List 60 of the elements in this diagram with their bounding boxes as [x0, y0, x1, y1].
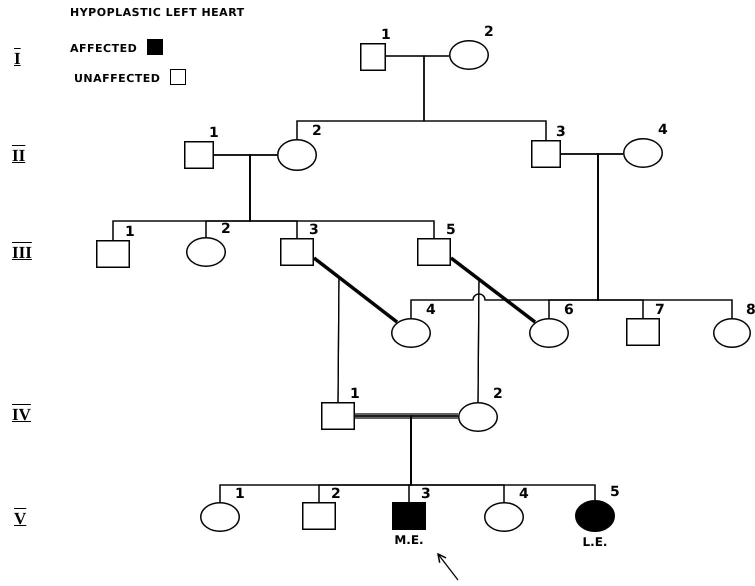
individual-number: 1: [125, 225, 135, 239]
legend-label: UNAFFECTED: [74, 73, 160, 85]
individual-number: 2: [493, 387, 503, 401]
female-circle-symbol: [529, 318, 569, 348]
individual-number: 3: [421, 487, 431, 501]
individual-number: 1: [235, 487, 245, 501]
generation-numeral: IV: [12, 406, 31, 423]
individual-number: 3: [556, 125, 566, 139]
female-circle-symbol: [484, 502, 524, 532]
male-square-symbol: [184, 141, 214, 169]
descent-line: [410, 415, 596, 500]
male-square-symbol: [360, 43, 386, 71]
individual-number: 1: [350, 387, 360, 401]
consanguineous-mating-line: [354, 413, 459, 419]
male-square-symbol: [321, 402, 355, 430]
generation-numeral: II: [12, 147, 26, 164]
descent-line: [249, 154, 435, 238]
female-circle-symbol: [449, 40, 489, 70]
male-square-symbol: [531, 140, 561, 168]
individual-number: 1: [209, 126, 219, 140]
descent-line: [423, 55, 547, 140]
female-circle-symbol: [277, 139, 317, 171]
generation-numeral: I: [14, 50, 21, 67]
individual-number: 6: [564, 303, 574, 317]
individual-number: 7: [655, 303, 665, 317]
generation-numeral: V: [14, 510, 26, 527]
male-square-symbol: [280, 238, 314, 266]
male-square-symbol: [417, 238, 451, 266]
individual-number: 2: [331, 487, 341, 501]
female-circle-symbol: [458, 402, 498, 432]
initials-label: L.E.: [582, 536, 608, 548]
individual-number: 2: [221, 222, 231, 236]
individual-number: 5: [610, 485, 620, 499]
individual-number: 5: [446, 223, 456, 237]
individual-number: 2: [312, 124, 322, 138]
male-square-symbol: [96, 240, 130, 268]
female-circle-symbol: [623, 138, 663, 168]
individual-number: 2: [484, 25, 494, 39]
legend-label: AFFECTED: [70, 43, 138, 55]
female-circle-symbol: [186, 237, 226, 267]
individual-number: 8: [746, 303, 755, 317]
individual-number: 4: [658, 123, 668, 137]
proband-arrow: [437, 553, 459, 580]
male-square-symbol: [626, 318, 660, 346]
affected-male-square-symbol: [392, 502, 426, 530]
individual-number: 4: [426, 303, 436, 317]
affected-female-circle-symbol: [575, 500, 615, 532]
descent-line: [597, 153, 733, 318]
male-square-symbol: [302, 502, 336, 530]
individual-number: 4: [519, 487, 529, 501]
legend-title: HYPOPLASTIC LEFT HEART: [70, 7, 245, 19]
generation-numeral: III: [12, 244, 32, 261]
female-circle-symbol: [713, 318, 751, 348]
individual-number: 1: [381, 28, 391, 42]
mating-line: [450, 256, 536, 324]
mating-line: [312, 256, 398, 324]
initials-label: M.E.: [393, 534, 425, 546]
individual-number: 3: [309, 223, 319, 237]
female-circle-symbol: [200, 502, 240, 532]
female-circle-symbol: [391, 318, 431, 348]
